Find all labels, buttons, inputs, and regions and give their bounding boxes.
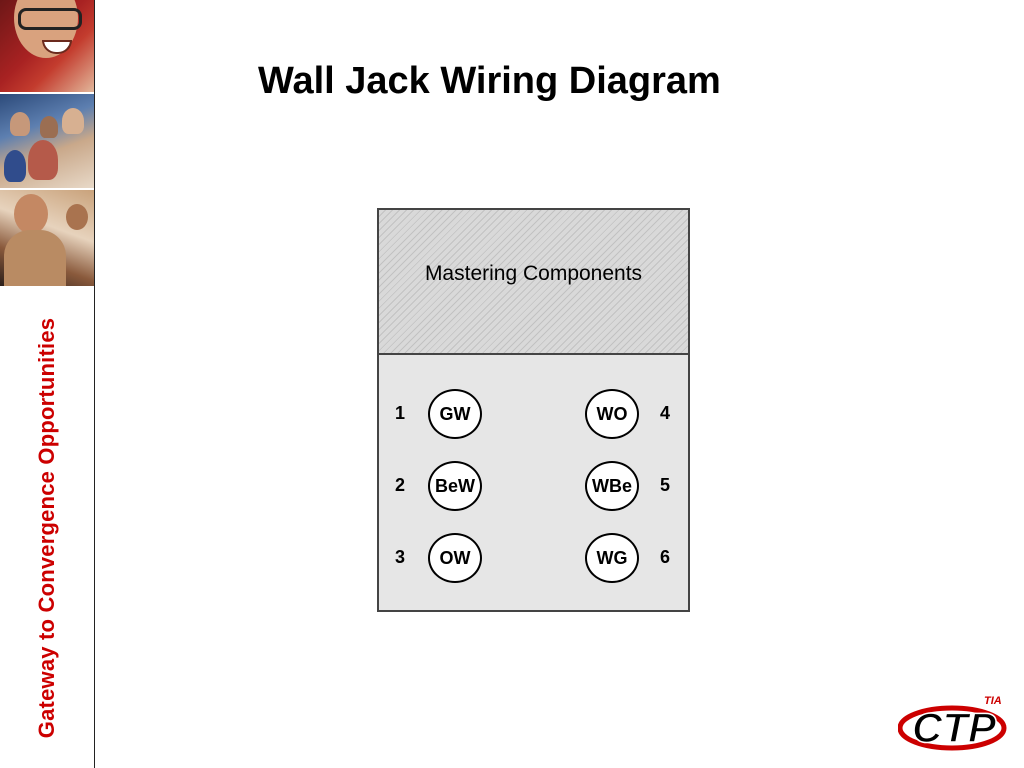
pin-number-2: 2 xyxy=(395,475,406,495)
pin-number-3: 3 xyxy=(395,547,406,567)
pin-6: WG xyxy=(585,533,639,583)
sidebar-tagline: Gateway to Convergence Opportunities xyxy=(34,317,59,739)
photo-classroom xyxy=(0,94,94,188)
pin-4: WO xyxy=(585,389,639,439)
sidebar: Gateway to Convergence Opportunities xyxy=(0,0,95,768)
logo-text: CTP xyxy=(912,704,997,751)
photo-woman-pointing xyxy=(0,190,94,286)
diagram-header: Mastering Components xyxy=(379,210,688,355)
logo-swoosh xyxy=(898,705,1007,751)
pin-5: WBe xyxy=(585,461,639,511)
pin-1: GW xyxy=(428,389,482,439)
wall-jack-diagram: Mastering Components 1 GW 2 BeW 3 OW WO … xyxy=(377,208,690,612)
pin-3: OW xyxy=(428,533,482,583)
logo-superscript: TIA xyxy=(984,695,1002,707)
ctp-logo: CTP TIA xyxy=(898,695,1007,752)
pin-2: BeW xyxy=(428,461,482,511)
pin-number-6: 6 xyxy=(660,547,671,567)
photo-smiling-man xyxy=(0,0,94,92)
pin-number-1: 1 xyxy=(395,403,406,423)
pin-number-4: 4 xyxy=(660,403,671,423)
pin-number-5: 5 xyxy=(660,475,671,495)
diagram-header-label: Mastering Components xyxy=(424,262,643,285)
slide-title: Wall Jack Wiring Diagram xyxy=(258,60,721,102)
